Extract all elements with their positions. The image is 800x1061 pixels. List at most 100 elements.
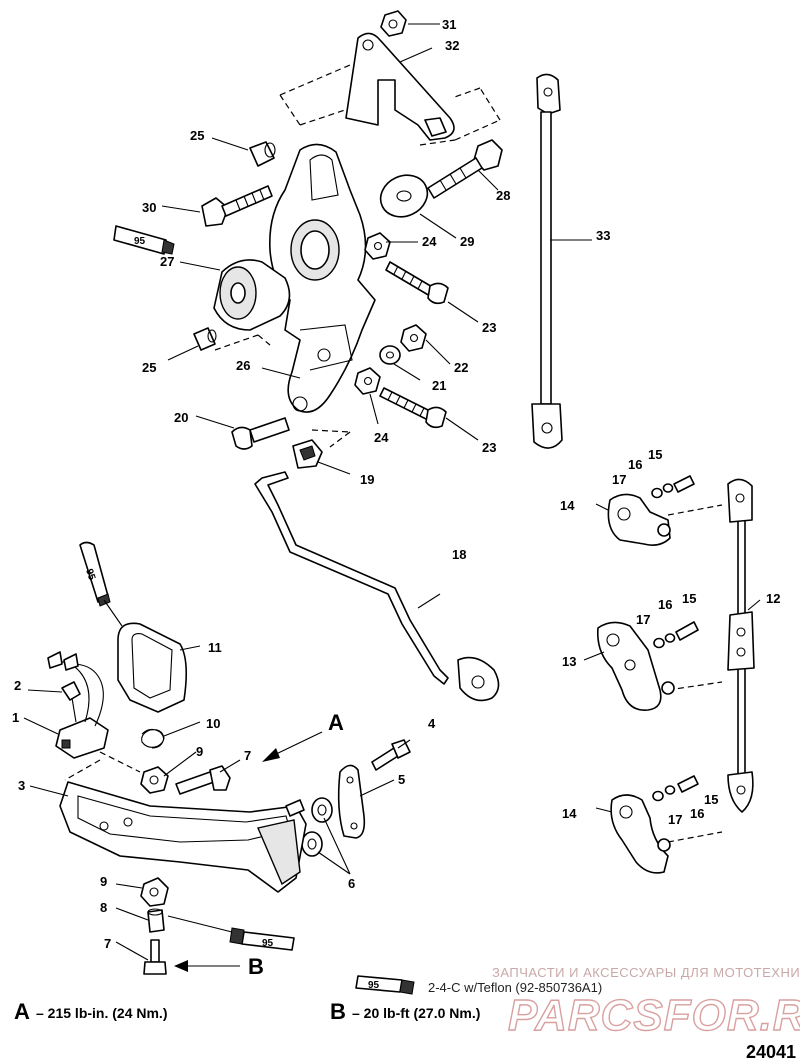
- part-4-screw: [371, 739, 411, 771]
- tube-label-95: 95: [262, 938, 274, 949]
- callout-25: 25: [142, 360, 156, 375]
- watermark: ЗАПЧАСТИ И АКСЕССУАРЫ ДЛЯ МОТОТЕХНИКИ PA…: [492, 965, 800, 1041]
- callout-4: 4: [428, 716, 436, 731]
- callout-23: 23: [482, 440, 496, 455]
- part-6-spacer-a: [311, 797, 333, 823]
- part-14-lever-upper: [607, 493, 671, 546]
- part-28-bolt: [427, 139, 503, 199]
- arrow-a: [262, 731, 323, 762]
- part-21-washer: [379, 345, 401, 365]
- callout-12: 12: [766, 591, 780, 606]
- arrow-b: [174, 960, 240, 972]
- callout-8: 8: [100, 900, 107, 915]
- callout-15: 15: [648, 447, 662, 462]
- callout-9: 9: [100, 874, 107, 889]
- part-25-spacer-bottom: [193, 327, 217, 351]
- callout-17: 17: [612, 472, 626, 487]
- part-14-lever-lower: [610, 794, 671, 874]
- callout-7: 7: [104, 936, 111, 951]
- callout-32: 32: [445, 38, 459, 53]
- tube-labels: 95 95 95: [83, 236, 273, 949]
- callout-b: B: [248, 954, 264, 979]
- leader-lines: [23, 23, 761, 961]
- part-2-screw: [61, 681, 81, 723]
- callout-29: 29: [460, 234, 474, 249]
- callout-16: 16: [658, 597, 672, 612]
- part-18-throttle-rod: [254, 471, 500, 702]
- part-11-cover: [117, 622, 188, 713]
- dashed-group-outline-right: [667, 504, 723, 843]
- callout-25: 25: [190, 128, 204, 143]
- part-13-lever-middle: [596, 621, 675, 711]
- part-7-bolt-upper: [175, 765, 231, 795]
- part-25-spacer-top: [249, 141, 276, 167]
- footer-specs: A – 215 lb-in. (24 Nm.) B – 20 lb-ft (27…: [14, 999, 480, 1024]
- part-9-nut-upper: [140, 766, 169, 794]
- part-15-16-17-hardware-lower: [652, 775, 699, 802]
- callout-14: 14: [562, 806, 577, 821]
- callout-15: 15: [682, 591, 696, 606]
- callout-21: 21: [432, 378, 446, 393]
- part-30-bolt: [201, 185, 273, 227]
- callout-5: 5: [398, 772, 405, 787]
- footer-b-letter: B: [330, 999, 346, 1024]
- callout-13: 13: [562, 654, 576, 669]
- callout-10: 10: [206, 716, 220, 731]
- part-32-bracket: [345, 32, 455, 141]
- callout-7: 7: [244, 748, 251, 763]
- callout-labels: 31 32 33 25 30 28 29 27 24 23 25 26 22 2…: [12, 17, 780, 979]
- part-8-spacer: [147, 908, 165, 933]
- callout-6: 6: [348, 876, 355, 891]
- part-23-screw-upper: [385, 261, 449, 305]
- document-number: 24041: [746, 1042, 796, 1061]
- callout-27: 27: [160, 254, 174, 269]
- part-tube-95-lower-right: [229, 927, 295, 951]
- part-20-shoulder-bolt: [231, 417, 290, 450]
- callout-3: 3: [18, 778, 25, 793]
- footer-b-text: – 20 lb-ft (27.0 Nm.): [352, 1005, 480, 1021]
- part-tube-95-upper-left: [113, 225, 175, 255]
- tube-label-95: 95: [134, 236, 146, 247]
- part-12-link-rod: [727, 478, 755, 813]
- callout-1: 1: [12, 710, 19, 725]
- callout-17: 17: [668, 812, 682, 827]
- callout-15: 15: [704, 792, 718, 807]
- dashed-group-outline-lower-left: [64, 751, 141, 781]
- footer-a-text: – 215 lb-in. (24 Nm.): [36, 1005, 167, 1021]
- legend-text: 2-4-C w/Teflon (92-850736A1): [428, 980, 602, 995]
- tube-label-95: 95: [83, 568, 97, 582]
- legend: 95 2-4-C w/Teflon (92-850736A1): [355, 975, 602, 995]
- part-26-cam-lever: [268, 143, 376, 413]
- callout-a: A: [328, 710, 344, 735]
- callout-18: 18: [452, 547, 466, 562]
- callout-24: 24: [422, 234, 437, 249]
- callout-19: 19: [360, 472, 374, 487]
- part-3-mounting-arm: [59, 781, 307, 893]
- dashed-group-outline-upper: [214, 64, 501, 448]
- part-10-spring: [141, 728, 165, 749]
- callout-26: 26: [236, 358, 250, 373]
- watermark-caption: ЗАПЧАСТИ И АКСЕССУАРЫ ДЛЯ МОТОТЕХНИКИ: [492, 965, 800, 980]
- part-31-nut: [380, 10, 407, 37]
- callout-9: 9: [196, 744, 203, 759]
- part-27-bushing: [213, 259, 291, 331]
- part-24-nut-lower: [354, 367, 381, 395]
- callout-16: 16: [628, 457, 642, 472]
- part-15-16-17-hardware-upper: [651, 475, 695, 499]
- part-22-nut: [400, 324, 427, 352]
- part-29-washer: [379, 174, 429, 218]
- part-19-retainer: [292, 439, 323, 469]
- part-1-switch: [47, 651, 109, 759]
- callout-14: 14: [560, 498, 575, 513]
- footer-a-letter: A: [14, 999, 30, 1024]
- watermark-logo: PARCSFOR.RU: [508, 991, 800, 1040]
- part-33-link-rod: [531, 73, 563, 449]
- callout-33: 33: [596, 228, 610, 243]
- callout-22: 22: [454, 360, 468, 375]
- callout-28: 28: [496, 188, 510, 203]
- part-23-screw-lower: [379, 387, 447, 429]
- callout-31: 31: [442, 17, 456, 32]
- callout-23: 23: [482, 320, 496, 335]
- callout-2: 2: [14, 678, 21, 693]
